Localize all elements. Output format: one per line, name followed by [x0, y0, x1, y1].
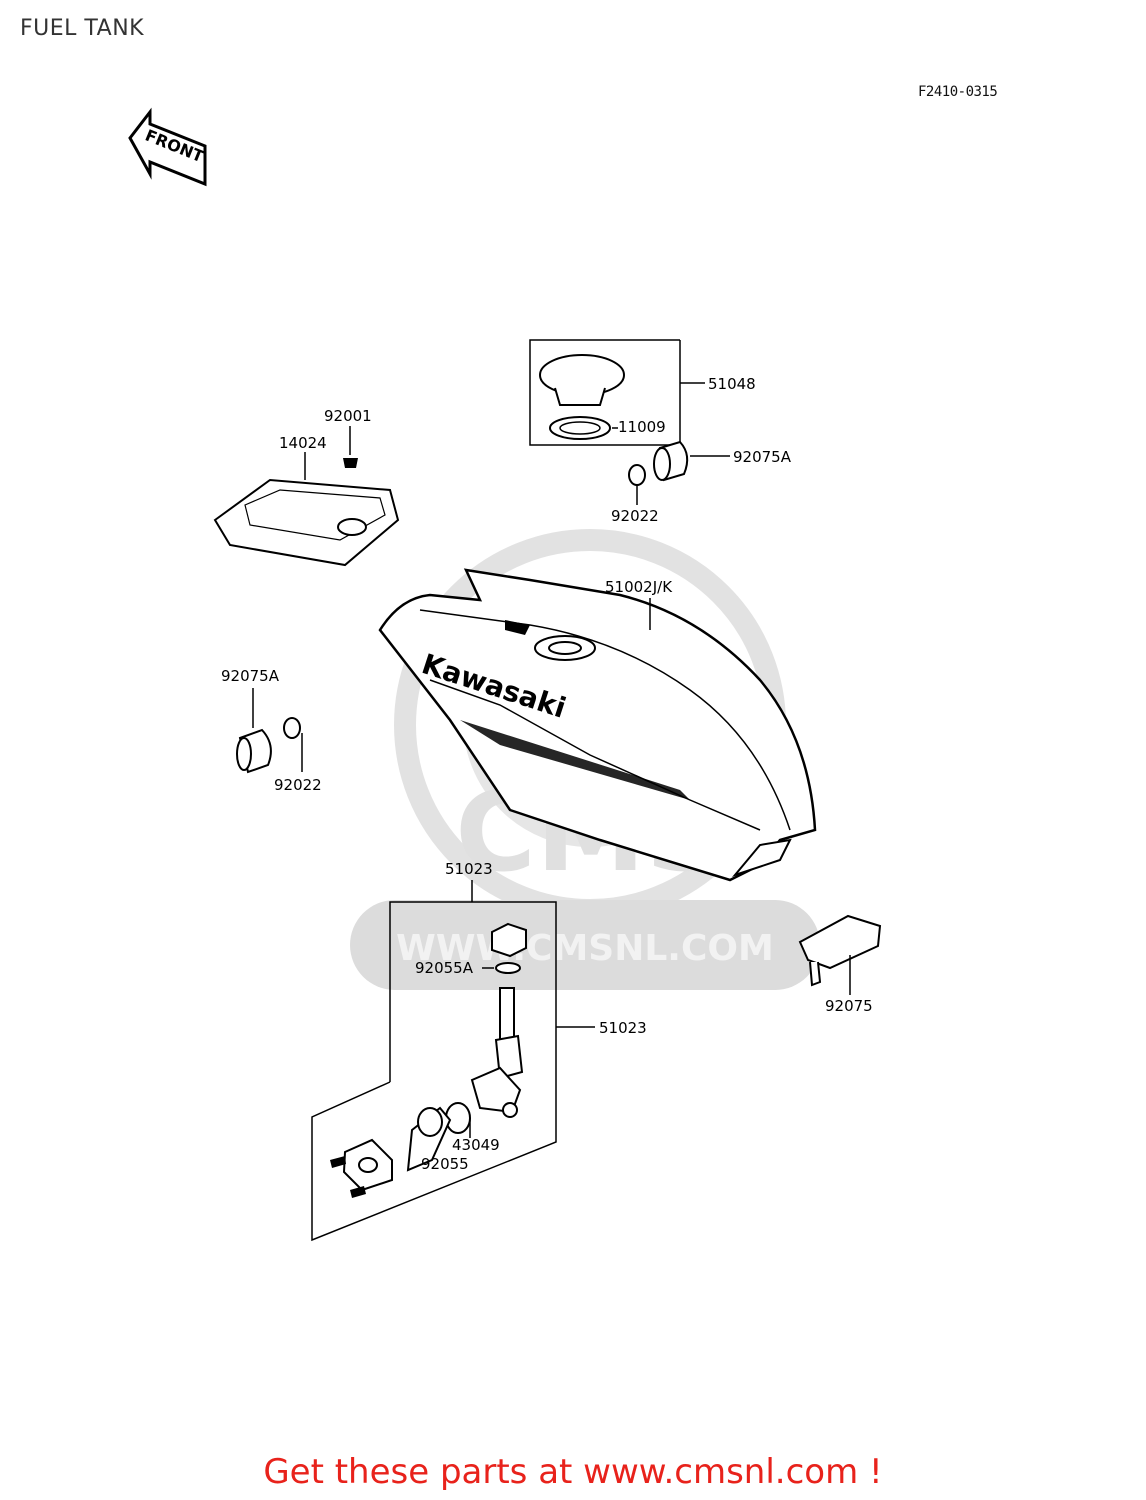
filler-cap-assembly	[529, 339, 705, 446]
callout-92001: 92001	[324, 407, 372, 425]
callout-92055: 92055	[421, 1155, 469, 1173]
front-arrow: FRONT	[128, 107, 207, 187]
diagram-ref-code: F2410-0315	[918, 84, 998, 100]
callout-14024: 14024	[279, 434, 327, 452]
page-title: FUEL TANK	[20, 16, 145, 41]
watermark-url: WWW.CMSNL.COM	[396, 928, 774, 969]
fuel-cock-assembly	[311, 880, 595, 1242]
callout-43049: 43049	[452, 1136, 500, 1154]
footer-cta-link[interactable]: Get these parts at www.cmsnl.com !	[263, 1452, 883, 1492]
callout-92022-top: 92022	[611, 507, 659, 525]
callout-51023-top: 51023	[445, 860, 493, 878]
damper-left	[236, 688, 303, 774]
callout-92055a: 92055A	[415, 959, 474, 977]
callout-92022-left: 92022	[274, 776, 322, 794]
tank-cover	[213, 426, 400, 567]
callout-92075a-left: 92075A	[221, 667, 280, 685]
callout-92075a-top: 92075A	[733, 448, 792, 466]
callout-11009: 11009	[618, 418, 666, 436]
damper-top	[628, 440, 730, 505]
tank-bracket	[798, 914, 882, 995]
callout-51023-side: 51023	[599, 1019, 647, 1037]
callout-51002: 51002J/K	[605, 578, 673, 596]
callout-92075: 92075	[825, 997, 873, 1015]
callout-51048: 51048	[708, 375, 756, 393]
fuel-tank: Kawasaki	[378, 568, 817, 882]
